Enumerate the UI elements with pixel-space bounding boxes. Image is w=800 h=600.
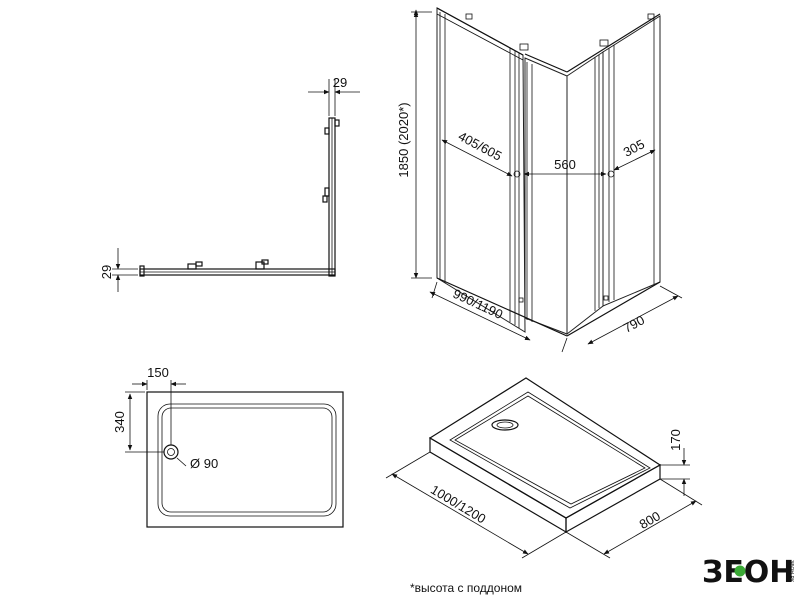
enclosure-left-door-label: 405/605 [456, 128, 505, 163]
top-view-dim-29-top: 29 [333, 75, 347, 90]
brand-logo-small: ЗЕОН.РУ [788, 560, 794, 582]
tray-width-label: 800 [637, 508, 663, 532]
shower-enclosure-3d: 1850 (2020*) 405/605 560 305 990/1190 79… [396, 7, 683, 353]
tray-dim-340: 340 [112, 411, 127, 433]
enclosure-middle-label: 560 [554, 157, 576, 172]
top-view-dim-29-left: 29 [99, 265, 114, 279]
footnote: *высота с поддоном [410, 581, 522, 595]
enclosure-width-short-label: 790 [621, 312, 647, 335]
brand-logo-text: ЗЕОН [702, 555, 794, 590]
brand-logo-dot [734, 565, 746, 577]
tray-3d-view: 1000/1200 800 170 [385, 377, 703, 559]
top-view-profile: 29 29 [99, 75, 360, 292]
enclosure-width-long-label: 990/1190 [451, 286, 506, 322]
tray-plan-view: 150 340 Ø 90 [112, 365, 344, 528]
tray-drain-circle [163, 444, 179, 460]
tray-dim-150: 150 [147, 365, 169, 380]
enclosure-height-label: 1850 (2020*) [396, 102, 411, 177]
tray-height-label: 170 [668, 429, 683, 451]
tray-length-label: 1000/1200 [428, 482, 488, 527]
tray-drain-label: Ø 90 [190, 456, 218, 471]
brand-logo: ЗЕОН ЗЕОН.РУ [702, 555, 794, 590]
